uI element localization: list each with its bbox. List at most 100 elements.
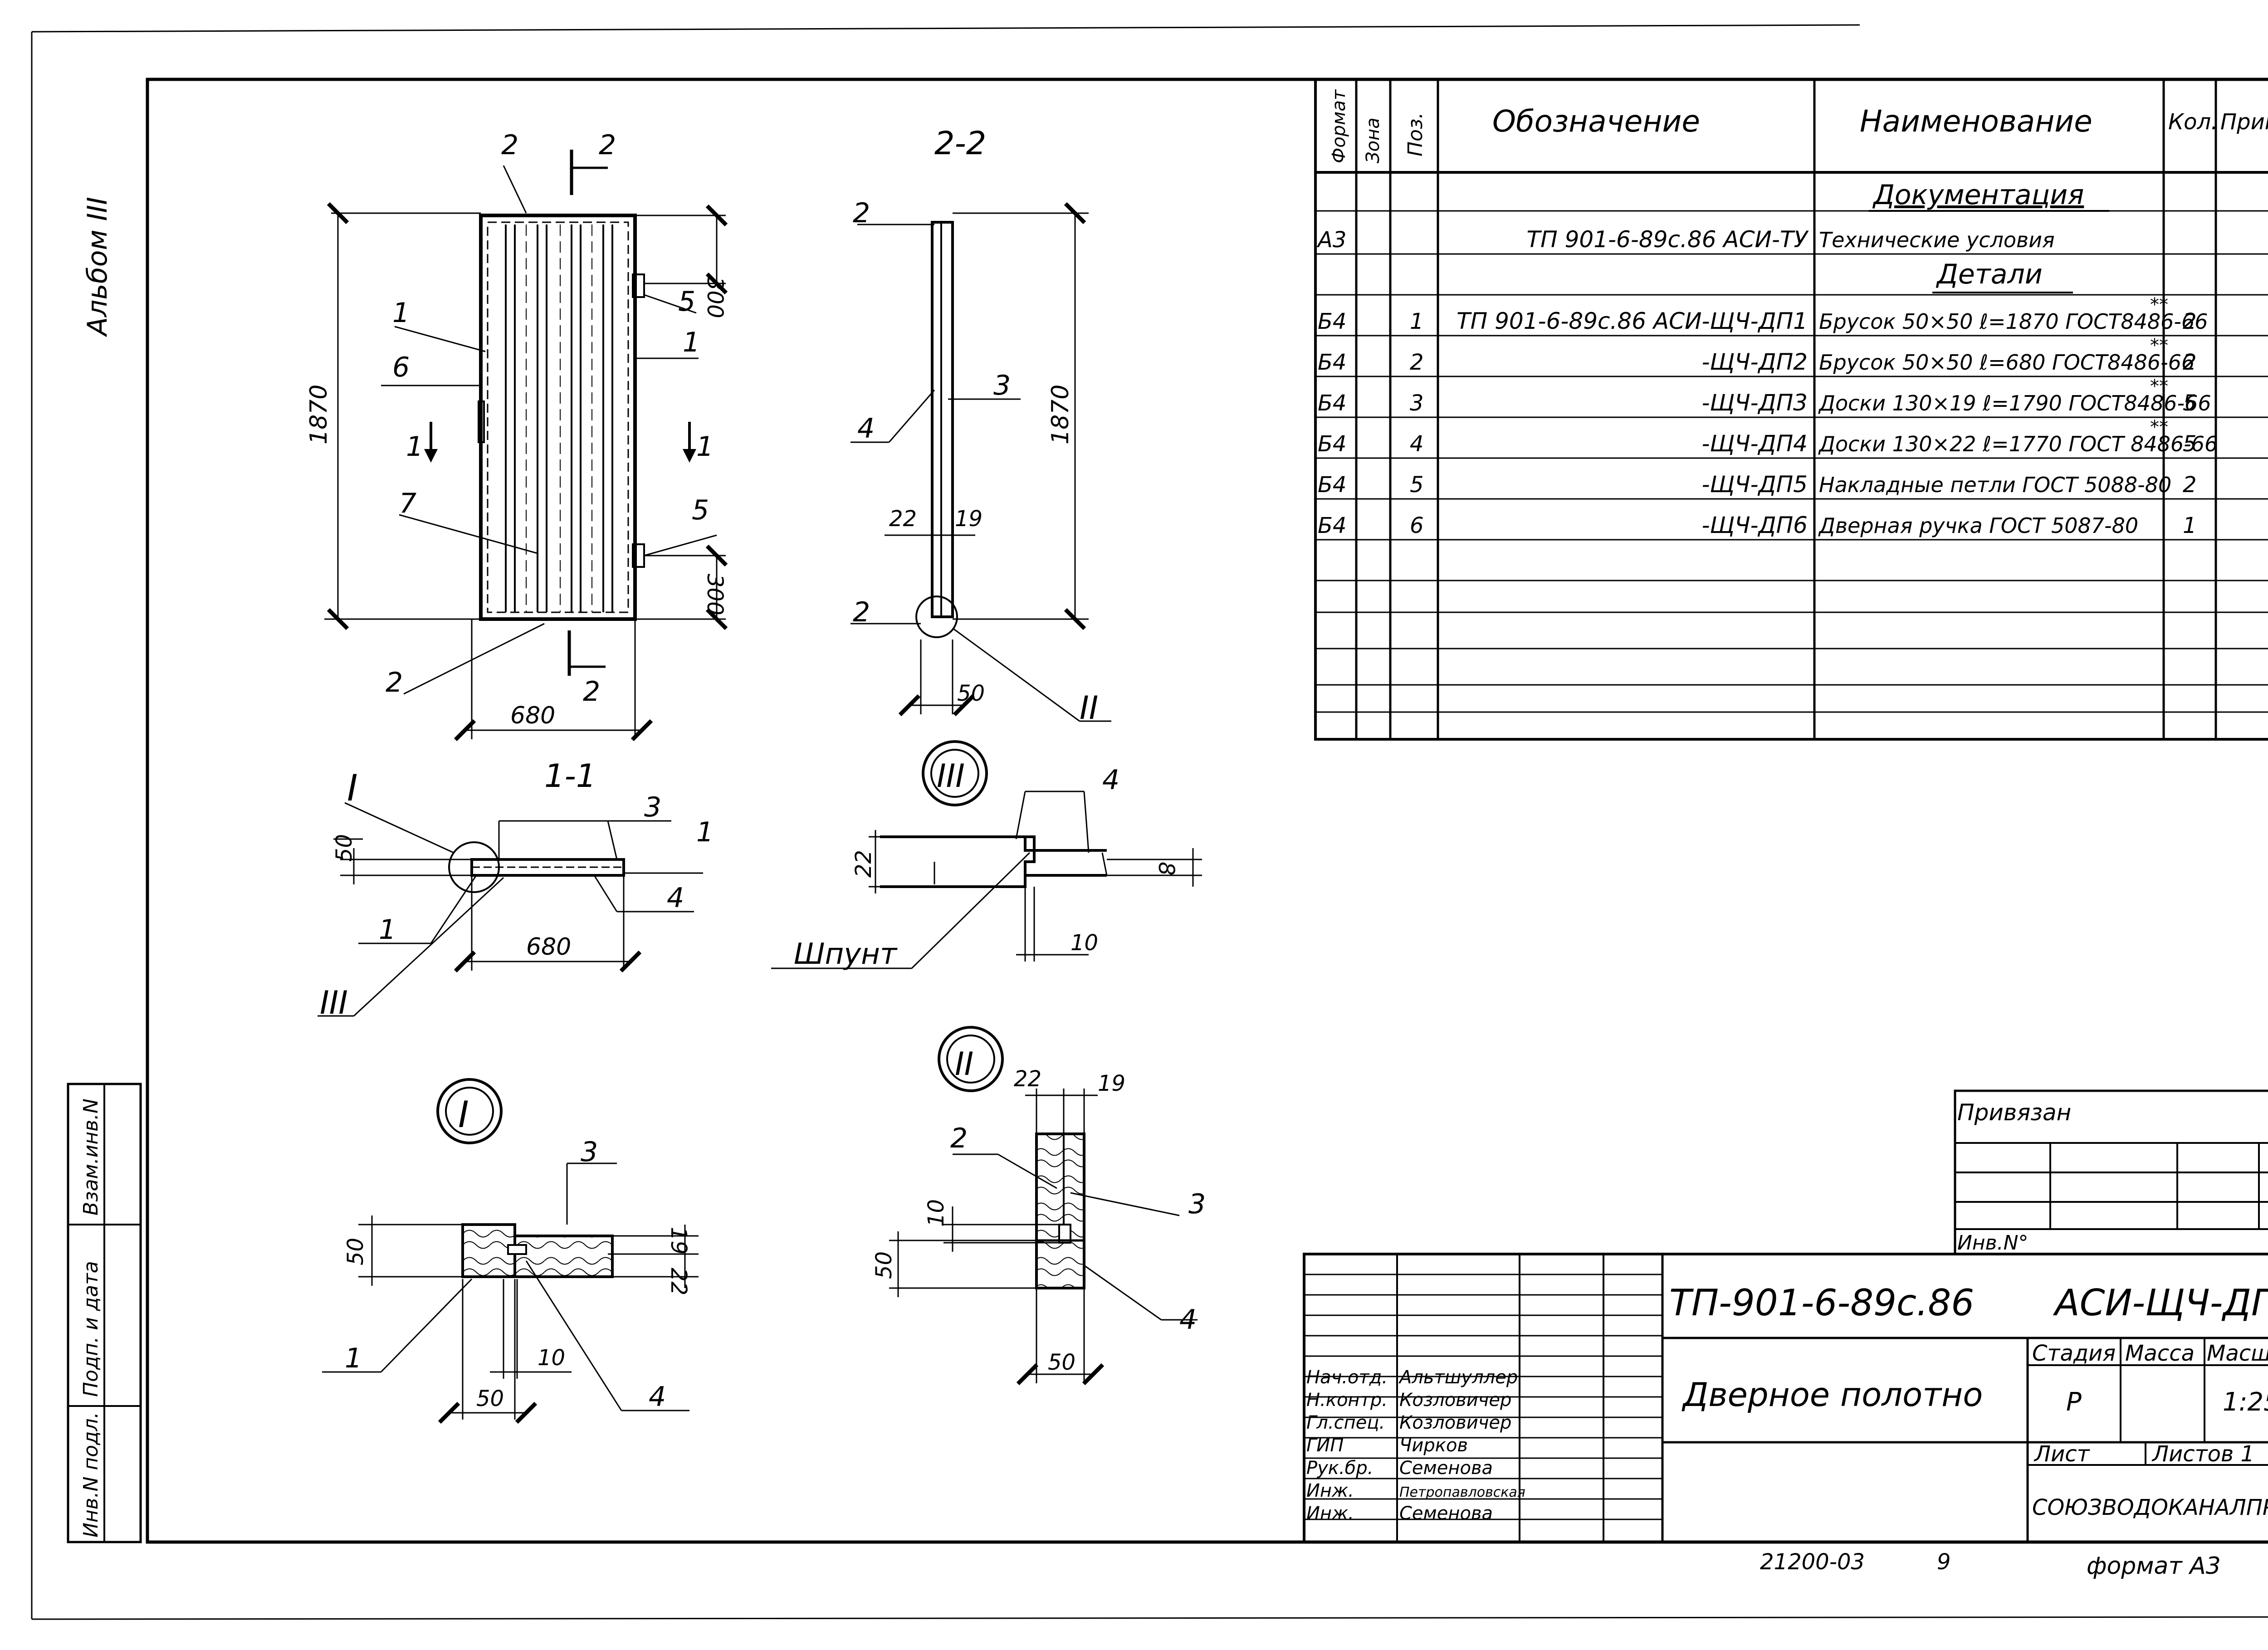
- detail-I-dim-10: 10: [538, 1345, 565, 1371]
- spec-row-format: Б4: [1318, 350, 1346, 375]
- front-label-6: 6: [392, 351, 410, 383]
- spec-header-designation: Обозначение: [1492, 104, 1700, 139]
- spec-header-name: Наименование: [1860, 104, 2092, 139]
- front-label-1-right: 1: [683, 327, 700, 358]
- section-2-2-label-4: 4: [857, 413, 875, 444]
- spec-row-designation: -ЩЧ-ДП2: [1701, 349, 1808, 375]
- section-1-1: [318, 802, 703, 1017]
- spec-row-name: Накладные петли ГОСТ 5088-80: [1819, 473, 2171, 497]
- spec-row-lines: [1315, 210, 2268, 713]
- spec-row-stars: **: [2150, 335, 2168, 356]
- footer-page: 9: [1937, 1549, 1951, 1575]
- title-sheet-label: Лист: [2033, 1441, 2091, 1467]
- side-stamp-cell-2: Инв.N подл.: [79, 1412, 103, 1538]
- detail-II-dim-50-v: 50: [871, 1251, 897, 1279]
- spec-header-note: Примеч.: [2220, 109, 2268, 135]
- spec-row-stars: **: [2150, 417, 2168, 438]
- front-section-mark-top: 2: [599, 129, 616, 161]
- signature-role: Гл.спец.: [1306, 1412, 1385, 1433]
- signature-role: ГИП: [1306, 1435, 1344, 1456]
- spec-row-stars: **: [2150, 294, 2168, 315]
- detail-II-dim-10: 10: [924, 1199, 949, 1227]
- spec-row-pos: 5: [1410, 472, 1424, 498]
- detail-I-dim-50-h: 50: [476, 1386, 504, 1411]
- section-2-2: [850, 202, 1111, 722]
- spec-row-pos: 1: [1410, 309, 1424, 334]
- detail-I-label-1: 1: [345, 1342, 362, 1374]
- title-stage-label: Стадия: [2032, 1341, 2116, 1366]
- signature-name: Козловичер: [1399, 1412, 1511, 1433]
- spec-row-format: Б4: [1318, 472, 1346, 498]
- front-label-7: 7: [399, 488, 416, 519]
- detail-III-dim-22: 22: [851, 850, 876, 878]
- section-1-1-dim-680: 680: [526, 933, 571, 961]
- signature-name: Чирков: [1399, 1435, 1468, 1456]
- section-2-2-dim-height: 1870: [1047, 385, 1074, 444]
- binding-inv-label: Инв.N°: [1957, 1231, 2028, 1255]
- album-label: Альбом III: [82, 197, 113, 337]
- side-stamp: [67, 1083, 142, 1543]
- spec-row-format: Б4: [1318, 309, 1346, 334]
- section-1-1-ref-III: III: [320, 984, 348, 1021]
- detail-II-dim-22: 22: [1014, 1066, 1041, 1092]
- title-organization: СОЮЗВОДОКАНАЛПРОЕКТ: [2032, 1495, 2268, 1520]
- spec-row-name: Доски 130×19 ℓ=1790 ГОСТ8486-66: [1818, 391, 2211, 415]
- detail-I-dim-22: 22: [666, 1268, 691, 1295]
- spec-row-format: Б4: [1318, 513, 1346, 538]
- spec-row-name: Брусок 50×50 ℓ=680 ГОСТ8486-66: [1819, 350, 2195, 375]
- signature-role: Инж.: [1306, 1503, 1354, 1524]
- detail-III: [771, 740, 1202, 969]
- detail-III-note: Шпунт: [794, 937, 898, 971]
- spec-row-name: Брусок 50×50 ℓ=1870 ГОСТ8486-66: [1819, 309, 2208, 334]
- spec-row-qty: 1: [2183, 513, 2197, 538]
- title-stage: Р: [2066, 1387, 2082, 1417]
- spec-table-grid: [1314, 78, 2268, 741]
- front-label-5-bottom: 5: [692, 494, 709, 526]
- detail-I-label-4: 4: [649, 1381, 666, 1413]
- side-stamp-cell-0: Взам.инв.N: [79, 1098, 103, 1216]
- front-cut-1-right: 1: [696, 431, 714, 463]
- front-cut-1-left: 1: [406, 431, 423, 463]
- detail-I-title: I: [458, 1093, 469, 1136]
- section-1-1-label-4: 4: [667, 882, 684, 914]
- section-1-1-ref-I: I: [347, 767, 358, 809]
- binding-label: Привязан: [1957, 1099, 2071, 1126]
- front-view: [324, 150, 728, 742]
- spec-row-designation: ТП 901-6-89с.86 АСИ-ЩЧ-ДП1: [1457, 308, 1808, 334]
- side-stamp-cell-1: Подп. и дата: [79, 1261, 103, 1397]
- section-1-1-label-3: 3: [644, 791, 661, 823]
- title-block: [1303, 1253, 2268, 1543]
- front-mark-2-top: 2: [501, 129, 518, 161]
- signature-role: Н.контр.: [1306, 1390, 1388, 1411]
- section-2-2-label-3: 3: [993, 370, 1011, 401]
- detail-III-title: III: [937, 757, 965, 795]
- spec-row-designation: ТП 901-6-89с.86 АСИ-ТУ: [1527, 226, 1809, 253]
- title-scale-label: Масштаб: [2207, 1341, 2268, 1366]
- title-name: Дверное полотно: [1681, 1376, 1983, 1414]
- spec-row-designation: -ЩЧ-ДП4: [1701, 430, 1808, 457]
- section-2-2-dim-19: 19: [955, 506, 982, 532]
- front-dim-bottom-300: 300: [702, 574, 728, 615]
- spec-header-zone: Зона: [1363, 117, 1383, 163]
- title-scale: 1:25: [2223, 1387, 2268, 1417]
- spec-header-format: Формат: [1329, 89, 1349, 163]
- front-dim-height: 1870: [305, 385, 332, 444]
- title-code: ТП-901-6-89с.86: [1669, 1282, 1974, 1324]
- section-1-1-title: 1-1: [544, 757, 596, 795]
- signature-role: Инж.: [1306, 1480, 1354, 1501]
- title-signature-rows: Нач.отд.АльтшуллерН.контр.КозловичерГл.с…: [1304, 1274, 1662, 1524]
- spec-row-format: Б4: [1318, 431, 1346, 457]
- front-label-5-top: 5: [678, 286, 695, 317]
- title-doc-code: АСИ-ЩЧ-ДП: [2053, 1282, 2268, 1324]
- section-1-1-dim-50: 50: [332, 834, 357, 862]
- signature-role: Рук.бр.: [1306, 1458, 1373, 1479]
- detail-I: [322, 1078, 699, 1424]
- front-dim-width: 680: [510, 702, 555, 729]
- spec-row-designation: -ЩЧ-ДП5: [1701, 471, 1808, 498]
- footer-format: формат А3: [2087, 1552, 2221, 1580]
- spec-row-name: Дверная ручка ГОСТ 5087-80: [1818, 513, 2138, 538]
- spec-row-designation: -ЩЧ-ДП3: [1701, 390, 1808, 416]
- front-label-1-left: 1: [392, 297, 410, 329]
